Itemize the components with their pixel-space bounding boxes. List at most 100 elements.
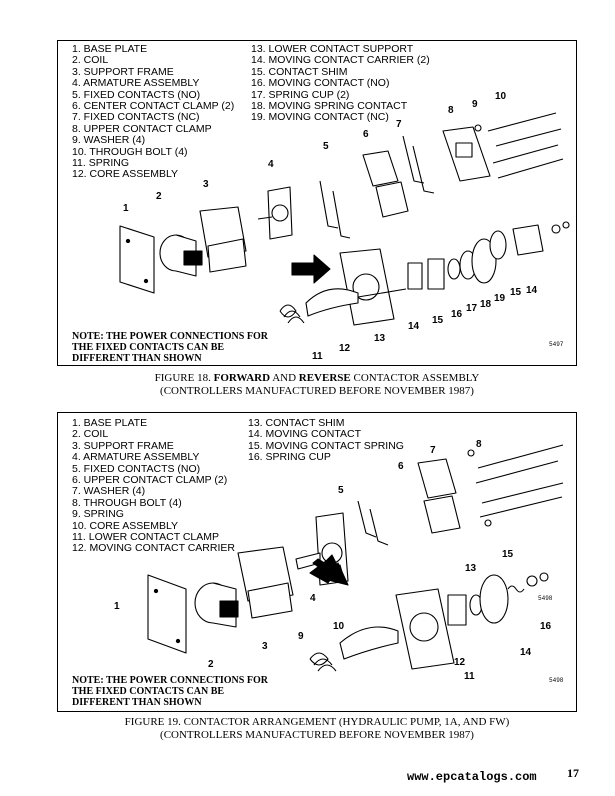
figure-18-callouts: 1 2 3 4 5 6 7 8 9 10 11 12 13 14 15 16 1…	[123, 91, 538, 362]
core-shape	[339, 626, 399, 660]
part-item: 16. SPRING CUP	[248, 451, 331, 464]
callout-8: 8	[476, 439, 482, 450]
callout-1: 1	[123, 203, 129, 214]
callout-1: 1	[114, 601, 120, 612]
moving-carrier-shape	[407, 262, 423, 290]
part-item: 7. FIXED CONTACTS (NC)	[72, 111, 200, 124]
part-item: 10. THROUGH BOLT (4)	[72, 145, 188, 158]
callout-11: 11	[464, 671, 475, 682]
washer-shape	[467, 449, 475, 457]
callout-14b: 14	[526, 285, 538, 296]
part-item: 8. THROUGH BOLT (4)	[72, 496, 182, 509]
part-item: 1. BASE PLATE	[72, 43, 148, 55]
part-item: 12. MOVING CONTACT CARRIER	[72, 542, 235, 555]
figure-19-parts-list-left: 1. BASE PLATE 2. COIL 3. SUPPORT FRAME 4…	[72, 417, 235, 555]
figure-18-exploded-drawing: 1 2 3 4 5 6 7 8 9 10 11 12 13 14 15 16 1…	[119, 91, 570, 362]
callout-10: 10	[495, 91, 507, 102]
figure-18-note: NOTE: THE POWER CONNECTIONS FOR THE FIXE…	[72, 331, 268, 364]
moving-carrier-shape	[447, 594, 467, 626]
figure-18-caption-line1: FIGURE 18. FORWARD AND REVERSE CONTACTOR…	[154, 372, 480, 384]
upper-clamp-shape	[417, 458, 457, 499]
part-item: 14. MOVING CONTACT	[248, 428, 361, 441]
callout-15b: 15	[510, 287, 522, 298]
callout-8: 8	[448, 105, 454, 116]
figure-19-caption: FIGURE 19. CONTACTOR ARRANGEMENT (HYDRAU…	[57, 716, 577, 742]
callout-3: 3	[262, 641, 268, 652]
page-number: 17	[567, 766, 579, 780]
callout-9: 9	[472, 99, 478, 110]
callout-15: 15	[432, 315, 444, 326]
callout-12: 12	[339, 343, 351, 354]
callout-5: 5	[338, 485, 344, 496]
part-item: 13. LOWER CONTACT SUPPORT	[251, 43, 414, 55]
part-item: 16. MOVING CONTACT (NO)	[251, 77, 390, 90]
part-item: 9. WASHER (4)	[72, 134, 146, 147]
callout-14: 14	[408, 321, 420, 332]
part-item: 12. CORE ASSEMBLY	[72, 168, 179, 181]
figure-19-note: NOTE: THE POWER CONNECTIONS FOR THE FIXE…	[72, 675, 268, 708]
center-clamp-shape	[362, 150, 399, 187]
fixed-contact-nc-shape	[402, 135, 425, 184]
part-item: 3. SUPPORT FRAME	[72, 439, 174, 452]
callout-13: 13	[465, 563, 477, 574]
part-item: 13. CONTACT SHIM	[248, 417, 345, 429]
part-item: 6. UPPER CONTACT CLAMP (2)	[72, 474, 228, 487]
part-item: 14. MOVING CONTACT CARRIER (2)	[251, 54, 430, 67]
spring-shape	[309, 652, 337, 672]
callout-19: 19	[494, 293, 506, 304]
figure-19-parts-list-right: 13. CONTACT SHIM 14. MOVING CONTACT 15. …	[248, 417, 404, 464]
callout-6: 6	[398, 461, 404, 472]
direction-arrow-shape	[291, 254, 331, 284]
callout-13: 13	[374, 333, 386, 344]
figure-18-panel: 1. BASE PLATE 2. COIL 3. SUPPORT FRAME 4…	[57, 40, 577, 366]
figure-19-callouts: 1 2 3 4 5 6 7 8 9 10 11 12 13 14 15 16	[114, 439, 552, 682]
moving-contact-spring-shape	[507, 585, 525, 593]
callout-2: 2	[156, 191, 162, 202]
callout-3: 3	[203, 179, 209, 190]
part-item: 10. CORE ASSEMBLY	[72, 519, 179, 532]
figure-19-exploded-drawing: 1 2 3 4 5 6 7 8 9 10 11 12 13 14 15 16	[114, 439, 564, 682]
through-bolt-shape	[487, 112, 557, 132]
part-item: 2. COIL	[72, 428, 109, 441]
part-item: 19. MOVING CONTACT (NC)	[251, 111, 389, 124]
figure-19-caption-line1: FIGURE 19. CONTACTOR ARRANGEMENT (HYDRAU…	[124, 716, 510, 728]
callout-18: 18	[480, 299, 492, 310]
washer-shape	[474, 124, 482, 132]
figure-18-caption-line2: (CONTROLLERS MANUFACTURED BEFORE NOVEMBE…	[160, 385, 474, 397]
figure-18-parts-list-right: 13. LOWER CONTACT SUPPORT 14. MOVING CON…	[251, 43, 430, 124]
part-item: 15. CONTACT SHIM	[251, 65, 348, 78]
part-item: 8. UPPER CONTACT CLAMP	[72, 122, 212, 135]
base-plate-shape	[147, 574, 187, 654]
callout-4: 4	[310, 593, 316, 604]
part-item: 7. WASHER (4)	[72, 485, 146, 498]
callout-6: 6	[363, 129, 369, 140]
figure-18-parts-list-left: 1. BASE PLATE 2. COIL 3. SUPPORT FRAME 4…	[72, 43, 235, 181]
callout-5: 5	[323, 141, 329, 152]
part-item: 2. COIL	[72, 54, 109, 67]
part-item: 15. MOVING CONTACT SPRING	[248, 439, 404, 452]
part-item: 11. SPRING	[72, 157, 129, 170]
callout-14: 14	[520, 647, 532, 658]
part-item: 4. ARMATURE ASSEMBLY	[72, 77, 200, 90]
figure-19-drawing-number-inner: 5498	[538, 595, 553, 602]
spring-cup-shape	[526, 575, 538, 587]
part-item: 9. SPRING	[72, 508, 124, 521]
callout-16: 16	[451, 309, 463, 320]
fixed-contact-no-shape	[357, 500, 377, 538]
part-item: 18. MOVING SPRING CONTACT	[251, 100, 408, 113]
figure-19-caption-line2: (CONTROLLERS MANUFACTURED BEFORE NOVEMBE…	[160, 729, 474, 741]
part-item: 3. SUPPORT FRAME	[72, 65, 174, 78]
core-shape	[305, 288, 359, 317]
callout-2: 2	[208, 659, 214, 670]
callout-16: 16	[540, 621, 552, 632]
part-item: 5. FIXED CONTACTS (NO)	[72, 462, 201, 475]
callout-10: 10	[333, 621, 345, 632]
figure-19-drawing-number: 5498	[549, 677, 564, 684]
callout-17: 17	[466, 303, 478, 314]
callout-11: 11	[312, 351, 323, 362]
callout-15: 15	[502, 549, 514, 560]
part-item: 6. CENTER CONTACT CLAMP (2)	[72, 100, 235, 113]
part-item: 17. SPRING CUP (2)	[251, 88, 350, 101]
base-plate-shape	[119, 225, 155, 294]
part-item: 1. BASE PLATE	[72, 417, 148, 429]
